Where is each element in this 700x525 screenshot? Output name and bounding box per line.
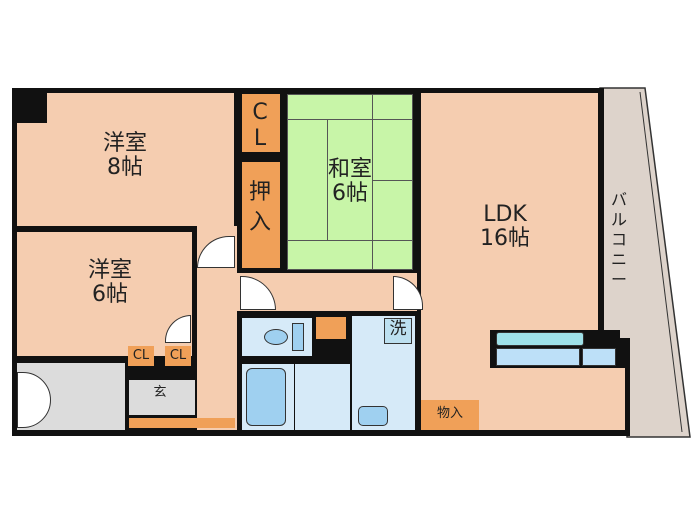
room-japanese bbox=[287, 94, 413, 270]
shoe-cabinet bbox=[129, 418, 235, 428]
closet-cl1 bbox=[128, 346, 154, 366]
stove bbox=[582, 348, 616, 366]
washer-space bbox=[384, 318, 412, 344]
changing-room bbox=[295, 364, 350, 430]
toilet bbox=[242, 318, 312, 356]
pillar bbox=[17, 93, 47, 123]
bathroom bbox=[242, 364, 294, 430]
balcony-label: バルコニー bbox=[610, 190, 627, 289]
storage-label: 物入 bbox=[436, 406, 463, 421]
cl2-label: CL bbox=[169, 348, 187, 363]
kitchen-floor bbox=[480, 368, 625, 430]
laundry-label: 洗 bbox=[389, 319, 407, 339]
genkan bbox=[129, 380, 195, 415]
kitchen-counter bbox=[490, 330, 620, 368]
closet-top bbox=[242, 94, 280, 152]
small-storage bbox=[316, 317, 346, 339]
closet-cl2 bbox=[165, 346, 191, 366]
cl1-label: CL bbox=[132, 348, 150, 363]
washbasin bbox=[358, 406, 388, 426]
oshiire-label: 押入 bbox=[248, 180, 271, 235]
closet-top-label: CL bbox=[252, 100, 268, 151]
oshiire bbox=[242, 162, 280, 268]
room-western-6 bbox=[17, 232, 192, 356]
storage-closet bbox=[421, 400, 479, 430]
room-western-8 bbox=[17, 93, 234, 226]
genkan-label: 玄 bbox=[153, 385, 167, 400]
